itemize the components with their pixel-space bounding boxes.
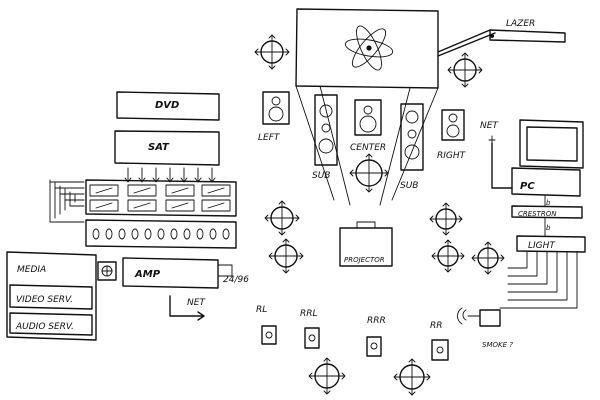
crestron-label: CRESTRON	[518, 210, 557, 218]
connector-jack	[118, 228, 126, 240]
amp-label: AMP	[134, 269, 161, 280]
stage-light-icon	[471, 241, 505, 275]
rrl-label: RRL	[300, 309, 318, 319]
light-label: LIGHT	[528, 241, 556, 251]
sat-unit: SAT	[114, 130, 220, 166]
projector-label: PROJECTOR	[344, 256, 385, 264]
connector-jack	[157, 228, 165, 240]
net-top-label: NET	[480, 121, 499, 131]
right-label: RIGHT	[437, 151, 467, 161]
smoke-label: SMOKE ?	[482, 341, 513, 349]
net-bottom-label: NET	[187, 298, 206, 308]
media-label: MEDIA	[17, 265, 46, 275]
light-box: LIGHT	[516, 235, 586, 253]
subwoofer-left: SUB	[312, 94, 338, 181]
lazer-unit: LAZER	[437, 19, 566, 57]
rr-label: RR	[430, 321, 443, 331]
stage-light-icon	[429, 202, 463, 236]
stage-light-icon	[308, 357, 346, 395]
sat-label: SAT	[148, 142, 170, 153]
stage-light-icon	[254, 34, 290, 70]
light-control-lines	[499, 251, 578, 309]
projector: PROJECTOR	[339, 221, 393, 267]
signal-bundle	[49, 179, 85, 223]
speaker-rl: RL	[256, 305, 277, 345]
center-label: CENTER	[350, 143, 386, 153]
connector-jack	[183, 228, 191, 240]
connector-jack	[170, 228, 178, 240]
connector-jack	[131, 228, 139, 240]
stage-light-icon	[431, 239, 465, 273]
connector-panel	[85, 219, 237, 249]
connector-jack	[196, 228, 204, 240]
volume-knob	[97, 261, 117, 281]
svg-text:b: b	[546, 199, 551, 207]
svg-text:b: b	[546, 224, 551, 232]
speaker-rrl: RRL	[300, 309, 320, 349]
dvd-unit: DVD	[116, 91, 220, 121]
connector-jack	[144, 228, 152, 240]
connector-jack	[92, 228, 100, 240]
speaker-right: RIGHT	[437, 109, 467, 161]
stage-light-icon	[447, 52, 483, 88]
stage-light-icon	[393, 358, 431, 396]
video-serv-label: VIDEO SERV.	[16, 295, 73, 305]
pc-label: PC	[520, 181, 535, 192]
audio-serv-label: AUDIO SERV.	[15, 322, 74, 332]
net-bottom: NET	[169, 295, 206, 321]
connector-jack	[105, 228, 113, 240]
left-label: LEFT	[258, 133, 281, 143]
stage-light-icon	[268, 238, 304, 274]
atom-icon	[344, 25, 394, 71]
media-rack: MEDIA VIDEO SERV. AUDIO SERV.	[6, 251, 97, 341]
speaker-left: LEFT	[258, 91, 290, 143]
amplifier: AMP 24/96	[122, 257, 249, 289]
crestron-box: CRESTRON	[511, 205, 583, 219]
sub-left-label: SUB	[312, 171, 330, 181]
smoke-machine-icon: SMOKE ?	[457, 307, 513, 349]
switcher-matrix	[85, 179, 237, 217]
dvd-label: DVD	[155, 100, 179, 111]
speaker-center: CENTER	[350, 99, 386, 153]
net-line	[491, 142, 513, 189]
speaker-rr: RR	[430, 321, 449, 361]
projection-screen	[295, 8, 439, 206]
stage-light-icon	[264, 200, 300, 236]
connector-jack	[209, 228, 217, 240]
lazer-label: LAZER	[506, 19, 535, 29]
bitrate-label: 24/96	[223, 275, 249, 285]
speaker-rrr: RRR	[366, 316, 386, 357]
connector-jack	[222, 228, 230, 240]
monitor-icon	[519, 119, 584, 169]
input-arrows	[124, 167, 216, 183]
pc-box: PC	[511, 167, 581, 197]
stage-light-icon	[349, 153, 389, 193]
subwoofer-right: SUB	[400, 103, 424, 191]
rrr-label: RRR	[367, 316, 386, 326]
rl-label: RL	[256, 305, 267, 315]
sub-right-label: SUB	[400, 181, 418, 191]
